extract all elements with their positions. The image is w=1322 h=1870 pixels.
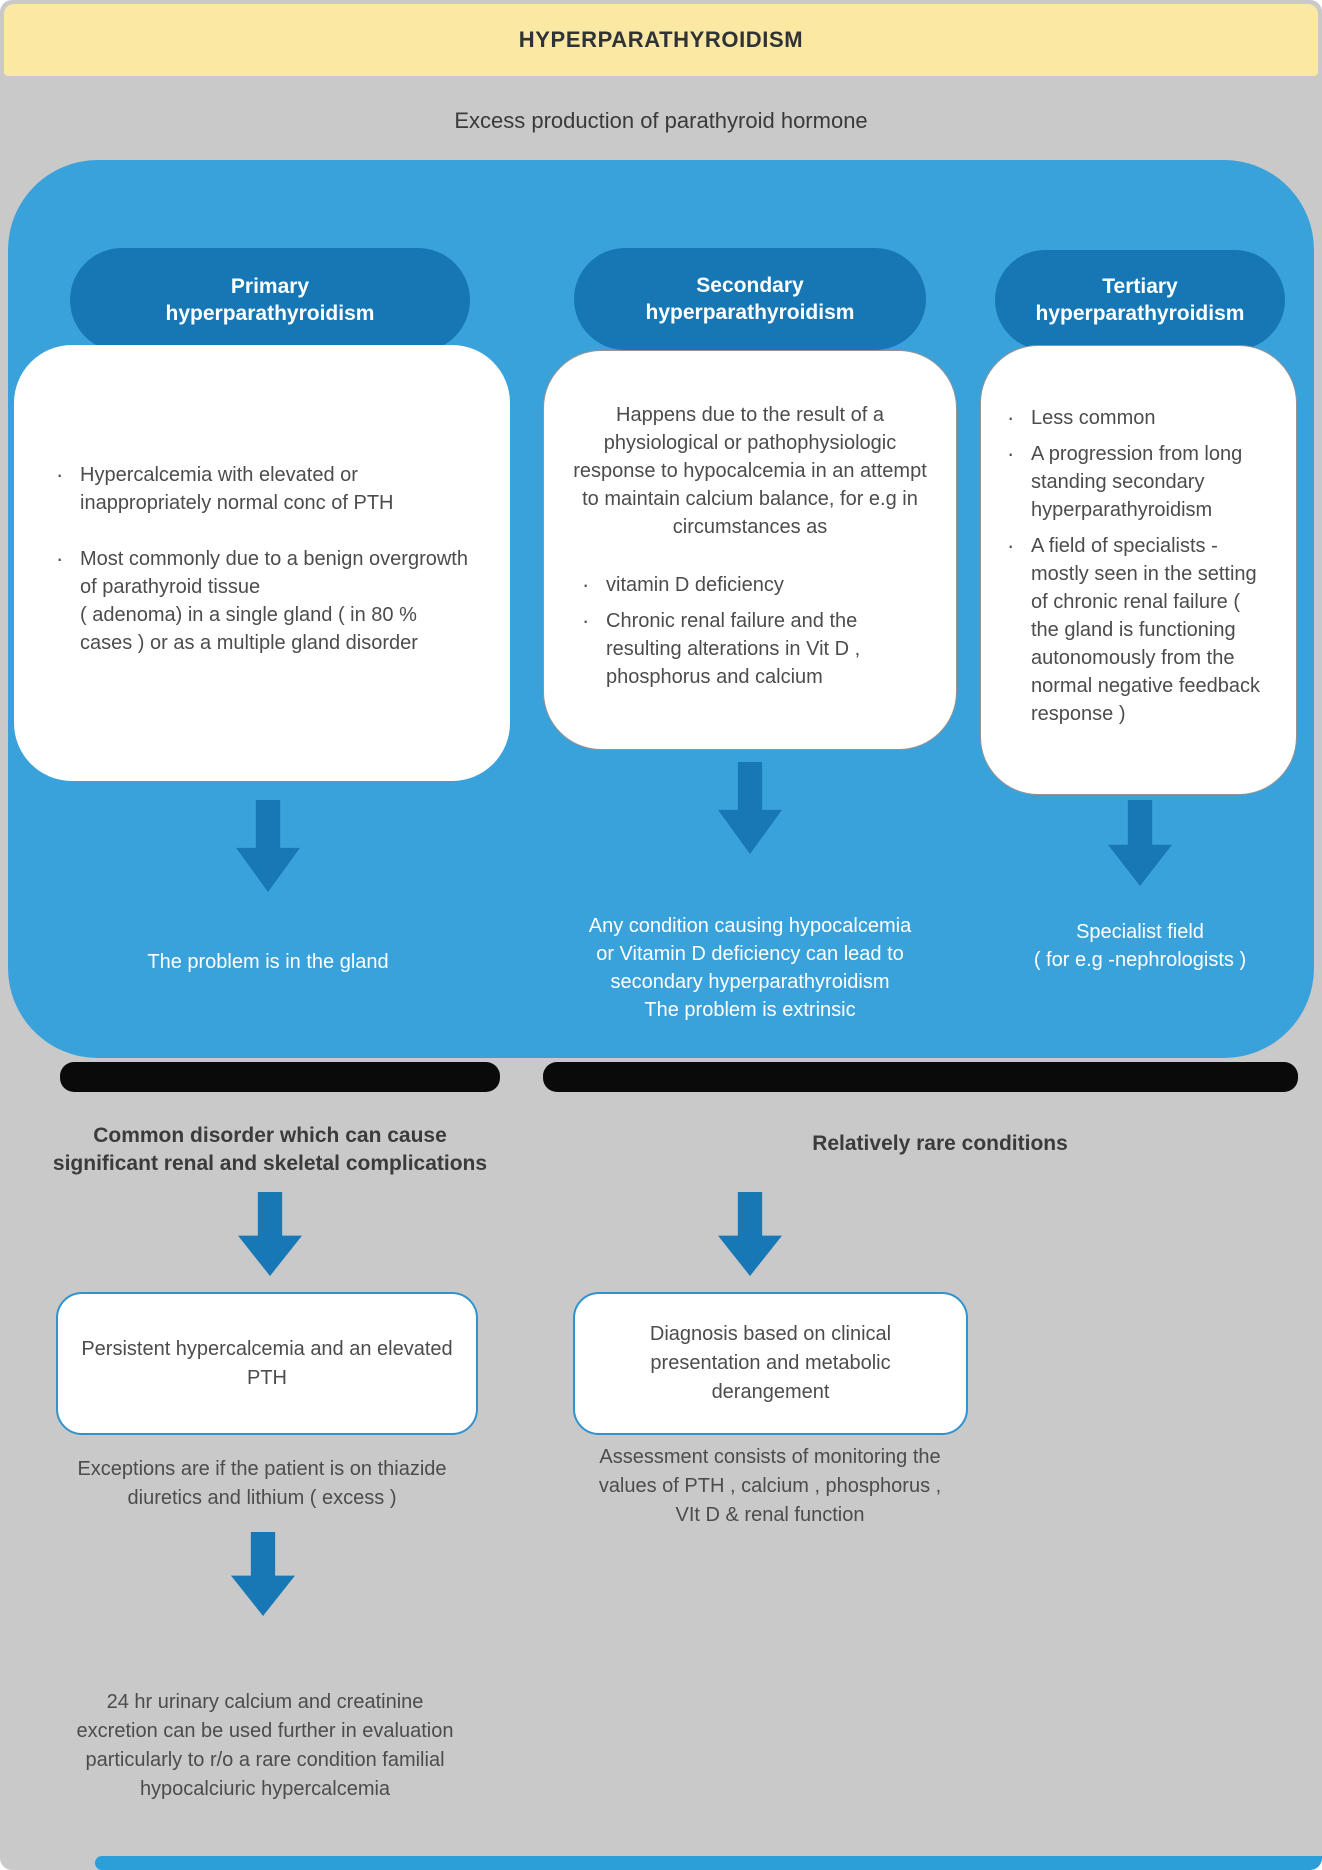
arrow-down-icon <box>718 1192 782 1276</box>
left-branch-label: Common disorder which can cause signific… <box>52 1124 488 1176</box>
secondary-header-pill: Secondary hyperparathyroidism <box>574 248 926 350</box>
result-box-left-text: Persistent hypercalcemia and an elevated… <box>81 1337 453 1389</box>
tertiary-header-pill: Tertiary hyperparathyroidism <box>995 250 1285 350</box>
bullet-text: A field of specialists - mostly seen in … <box>1031 535 1261 725</box>
primary-card: · Hypercalcemia with elevated or inappro… <box>14 345 510 781</box>
primary-header-pill: Primary hyperparathyroidism <box>70 248 470 352</box>
secondary-caption: Any condition causing hypocalcemia or Vi… <box>588 915 912 1021</box>
list-item: · vitamin D deficiency <box>582 571 932 599</box>
final-note: 24 hr urinary calcium and creatinine exc… <box>76 1691 454 1800</box>
list-item: · A field of specialists - mostly seen i… <box>1007 532 1270 728</box>
tertiary-card: · Less common · A progression from long … <box>980 345 1297 795</box>
note-left: Exceptions are if the patient is on thia… <box>77 1458 447 1509</box>
divider-bar-left <box>60 1062 500 1092</box>
bullet-dot-icon: · <box>1007 533 1015 558</box>
secondary-card: Happens due to the result of a physiolog… <box>543 350 957 750</box>
secondary-header-label: Secondary hyperparathyroidism <box>645 273 855 324</box>
arrow-down-icon <box>231 1532 295 1616</box>
tertiary-caption: Specialist field ( for e.g -nephrologist… <box>1033 921 1247 971</box>
arrow-down-icon <box>238 1192 302 1276</box>
secondary-intro: Happens due to the result of a physiolog… <box>573 404 927 538</box>
subtitle: Excess production of parathyroid hormone <box>454 108 868 133</box>
bottom-accent-bar <box>95 1856 1322 1870</box>
bullet-dot-icon: · <box>1007 441 1015 466</box>
bullet-text: Less common <box>1031 407 1156 429</box>
list-item: · A progression from long standing secon… <box>1007 440 1270 524</box>
result-box-right-text: Diagnosis based on clinical presentation… <box>649 1323 892 1403</box>
title-banner: HYPERPARATHYROIDISM <box>4 4 1318 76</box>
list-item: · Chronic renal failure and the resultin… <box>582 607 932 691</box>
bullet-text: Chronic renal failure and the resulting … <box>606 610 861 688</box>
bullet-text: Hypercalcemia with elevated or inappropr… <box>80 464 394 514</box>
page-title: HYPERPARATHYROIDISM <box>518 27 804 52</box>
primary-header-label: Primary hyperparathyroidism <box>165 274 375 325</box>
primary-caption: The problem is in the gland <box>147 951 389 973</box>
bullet-text: vitamin D deficiency <box>606 574 784 596</box>
divider-bar-right <box>543 1062 1298 1092</box>
bullet-dot-icon: · <box>582 608 590 633</box>
bullet-dot-icon: · <box>1007 405 1015 430</box>
tertiary-header-label: Tertiary hyperparathyroidism <box>1035 274 1245 325</box>
bullet-text: Most commonly due to a benign overgrowth… <box>80 548 468 654</box>
list-item: · Hypercalcemia with elevated or inappro… <box>56 461 468 517</box>
list-item: · Most commonly due to a benign overgrow… <box>56 545 468 657</box>
result-box-right: Diagnosis based on clinical presentation… <box>573 1292 968 1435</box>
right-branch-label: Relatively rare conditions <box>812 1132 1068 1155</box>
bullet-dot-icon: · <box>582 572 590 597</box>
list-item: · Less common <box>1007 404 1270 432</box>
note-right: Assessment consists of monitoring the va… <box>598 1446 942 1526</box>
bullet-text: A progression from long standing seconda… <box>1031 443 1243 521</box>
bullet-dot-icon: · <box>56 546 64 571</box>
result-box-left: Persistent hypercalcemia and an elevated… <box>56 1292 478 1435</box>
bullet-dot-icon: · <box>56 462 64 487</box>
